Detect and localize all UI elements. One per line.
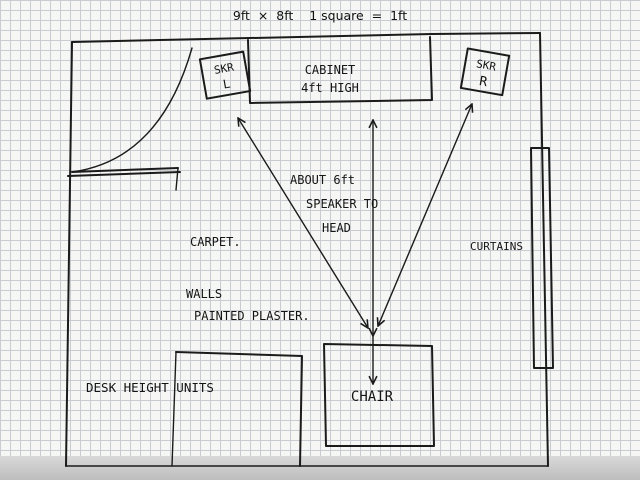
distance-note-line-1: ABOUT 6ft bbox=[290, 173, 355, 187]
chair-outline bbox=[323, 343, 435, 447]
page-title: 9ft × 8ft 1 square = 1ft bbox=[232, 8, 408, 23]
distance-note-line-3: HEAD bbox=[322, 221, 351, 235]
arrow-left-speaker-to-head bbox=[238, 118, 368, 328]
chair: CHAIR bbox=[323, 343, 435, 447]
listening-lines bbox=[238, 104, 472, 384]
speaker-right-label-1: SKR bbox=[475, 57, 497, 73]
walls-label-2: PAINTED PLASTER. bbox=[194, 309, 310, 323]
desk-units: DESK HEIGHT UNITS bbox=[67, 171, 303, 467]
left-wall bbox=[65, 41, 73, 467]
cabinet: CABINET 4ft HIGH bbox=[247, 36, 433, 104]
door-leaf bbox=[71, 167, 179, 173]
right-wall bbox=[539, 32, 549, 467]
curtains: CURTAINS bbox=[470, 147, 554, 369]
distance-note-line-2: SPEAKER TO bbox=[306, 197, 378, 211]
curtains-label: CURTAINS bbox=[470, 240, 523, 253]
desk-units-label: DESK HEIGHT UNITS bbox=[86, 380, 214, 395]
cabinet-outline bbox=[247, 36, 433, 104]
door bbox=[71, 47, 193, 191]
arrow-right-speaker-to-head bbox=[378, 104, 472, 326]
top-wall-right bbox=[431, 32, 541, 35]
speaker-left-box bbox=[198, 50, 252, 100]
speaker-right-box bbox=[459, 47, 511, 97]
speaker-right: SKR R bbox=[459, 47, 511, 97]
speaker-left: SKR L bbox=[198, 50, 252, 100]
door-swing-arc bbox=[71, 47, 193, 173]
desk-middle-outline bbox=[175, 351, 303, 467]
table-edge bbox=[0, 456, 640, 480]
speaker-right-label-2: R bbox=[478, 74, 488, 90]
speaker-left-label-2: L bbox=[222, 77, 232, 92]
desk-left-top bbox=[67, 171, 181, 177]
carpet-label: CARPET. bbox=[190, 235, 241, 249]
chair-label: CHAIR bbox=[351, 389, 394, 405]
cabinet-label-1: CABINET bbox=[305, 63, 356, 77]
speaker-left-label-1: SKR bbox=[213, 61, 235, 77]
walls-label-1: WALLS bbox=[186, 287, 222, 301]
room-walls bbox=[65, 32, 549, 467]
cabinet-label-2: 4ft HIGH bbox=[301, 81, 359, 95]
desk-divider bbox=[171, 351, 177, 467]
top-wall bbox=[71, 33, 433, 43]
distance-note: ABOUT 6ft SPEAKER TO HEAD bbox=[290, 173, 378, 235]
curtain-outline bbox=[530, 147, 554, 369]
